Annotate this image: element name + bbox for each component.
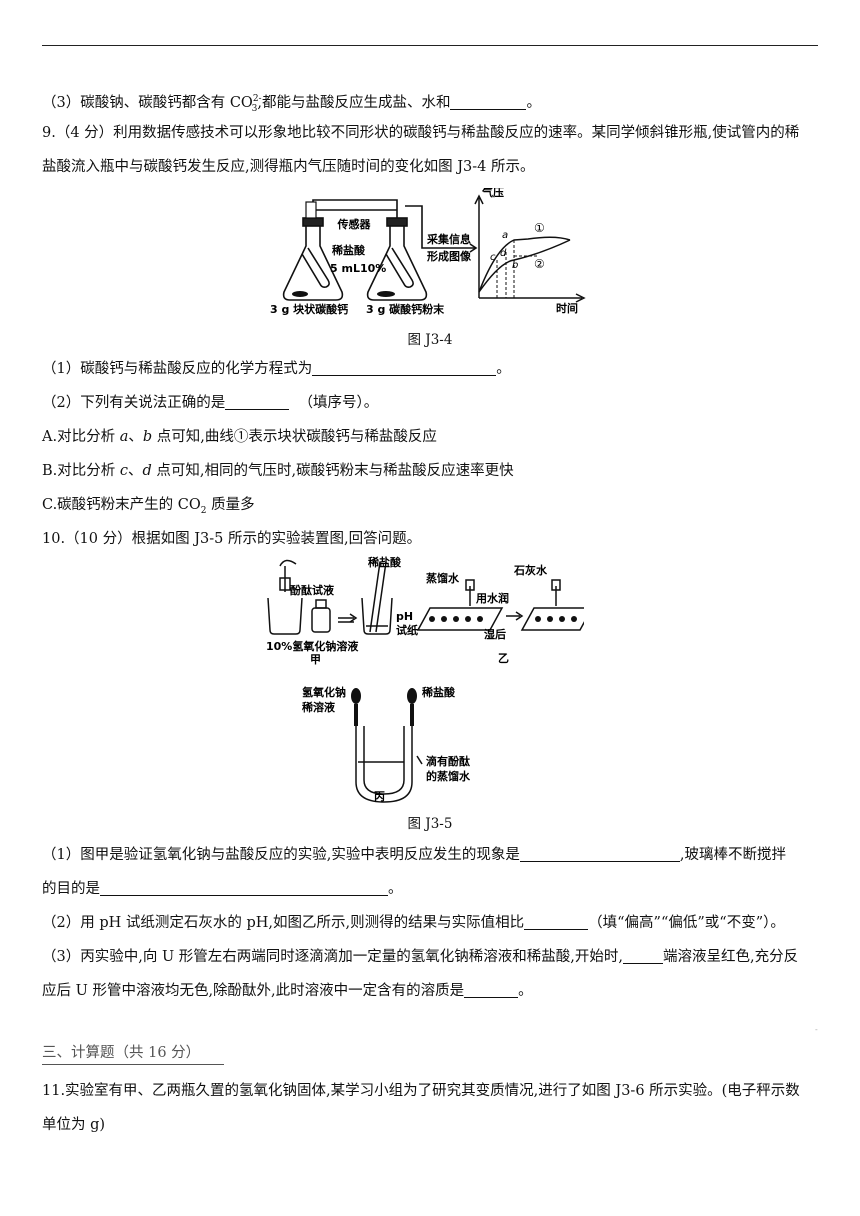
figure-j3-4: 传感器 稀盐酸 5 mL10% 3 g 块状碳酸钙 3 g 碳酸钙粉末 采集信息… <box>270 188 586 316</box>
label-lump-caco3: 3 g 块状碳酸钙 <box>270 302 348 316</box>
label-phenol-water-1: 滴有酚酞 <box>426 754 470 768</box>
label-wet-1: 用水润 <box>476 591 509 605</box>
label-naoh-left-2: 稀溶液 <box>302 700 336 714</box>
label-ph: pH <box>396 610 413 623</box>
answer-blank[interactable] <box>312 359 497 376</box>
answer-blank[interactable] <box>623 947 663 964</box>
label-yi: 乙 <box>498 652 509 665</box>
section-3-heading: 三、计算题（共 16 分） <box>42 1045 201 1061</box>
label-limewater: 石灰水 <box>513 563 548 577</box>
label-bing: 丙 <box>374 790 385 803</box>
q9-option-c: C.碳酸钙粉末产生的 CO2 质量多 <box>42 497 255 516</box>
curve-2-label: ② <box>534 257 545 271</box>
scan-mark: - <box>815 1025 818 1034</box>
point-d: d <box>500 248 507 259</box>
label-phenolphthalein: 酚酞试液 <box>290 583 335 597</box>
answer-blank[interactable] <box>464 981 519 998</box>
label-dilute-hcl: 稀盐酸 <box>332 243 366 257</box>
chart-xlabel: 时间 <box>556 301 578 315</box>
label-hcl-right: 稀盐酸 <box>422 685 456 699</box>
point-a: a <box>502 230 508 241</box>
answer-blank[interactable] <box>524 913 589 930</box>
answer-blank[interactable] <box>450 93 527 110</box>
label-sensor: 传感器 <box>337 217 372 231</box>
label-powder-caco3: 3 g 碳酸钙粉末 <box>366 302 445 316</box>
label-hcl-jia: 稀盐酸 <box>368 556 402 569</box>
q10-sub1-line1: （1）图甲是验证氢氧化钠与盐酸反应的实验,实验中表明反应发生的现象是,玻璃棒不断… <box>42 845 786 863</box>
point-b: b <box>512 260 518 271</box>
q9-option-b: B.对比分析 c、d 点可知,相同的气压时,碳酸钙粉末与稀盐酸反应速率更快 <box>42 463 514 479</box>
label-naoh-left-1: 氢氧化钠 <box>302 685 346 699</box>
caption-j3-5: 图 J3-5 <box>407 816 453 832</box>
curve-1-label: ① <box>534 221 545 235</box>
point-c: c <box>490 252 496 263</box>
caption-j3-4: 图 J3-4 <box>407 332 453 348</box>
q11-stem-line1: 11.实验室有甲、乙两瓶久置的氢氧化钠固体,某学习小组为了研究其变质情况,进行了… <box>42 1083 800 1099</box>
section-underline <box>42 1064 224 1065</box>
figure-j3-5: 酚酞试液 10%氢氧化钠溶液 甲 稀盐酸 蒸馏水 pH 试纸 用水润 湿后 石灰… <box>266 556 584 803</box>
q8-part3: （3）碳酸钠、碳酸钙都含有 CO2-3,都能与盐酸反应生成盐、水和。 <box>42 93 541 114</box>
chart-ylabel: 气压 <box>481 188 504 199</box>
label-collect: 采集信息 <box>426 232 471 246</box>
q10-stem: 10.（10 分）根据如图 J3-5 所示的实验装置图,回答问题。 <box>42 531 422 547</box>
answer-blank[interactable] <box>519 845 680 862</box>
label-phenol-water-2: 的蒸馏水 <box>426 769 471 783</box>
label-wet-2: 湿后 <box>484 627 506 641</box>
q10-sub1-line2: 的目的是。 <box>42 879 403 897</box>
q10-sub3-line2: 应后 U 形管中溶液均无色,除酚酞外,此时溶液中一定含有的溶质是。 <box>42 981 533 999</box>
q9-sub2: （2）下列有关说法正确的是 （填序号）。 <box>42 393 379 411</box>
q10-sub2: （2）用 pH 试纸测定石灰水的 pH,如图乙所示,则测得的结果与实际值相比（填… <box>42 913 785 931</box>
q10-sub3-line1: （3）丙实验中,向 U 形管左右两端同时逐滴滴加一定量的氢氧化钠稀溶液和稀盐酸,… <box>42 947 799 965</box>
label-form-graph: 形成图像 <box>427 249 472 263</box>
label-test-paper: 试纸 <box>396 623 418 637</box>
header-rule <box>42 45 818 46</box>
q11-stem-line2: 单位为 g) <box>42 1117 106 1133</box>
answer-blank[interactable] <box>100 879 388 896</box>
q9-stem-line2: 盐酸流入瓶中与碳酸钙发生反应,测得瓶内气压随时间的变化如图 J3-4 所示。 <box>42 159 535 175</box>
label-jia: 甲 <box>310 653 321 666</box>
label-distilled-water: 蒸馏水 <box>426 571 460 585</box>
q9-option-a: A.对比分析 a、b 点可知,曲线①表示块状碳酸钙与稀盐酸反应 <box>42 429 437 445</box>
q9-stem-line1: 9.（4 分）利用数据传感技术可以形象地比较不同形状的碳酸钙与稀盐酸反应的速率。… <box>42 125 800 141</box>
answer-blank[interactable] <box>225 393 290 410</box>
q9-sub1: （1）碳酸钙与稀盐酸反应的化学方程式为。 <box>42 359 511 377</box>
label-naoh-10: 10%氢氧化钠溶液 <box>266 639 359 653</box>
label-acid-volume: 5 mL10% <box>330 262 386 275</box>
